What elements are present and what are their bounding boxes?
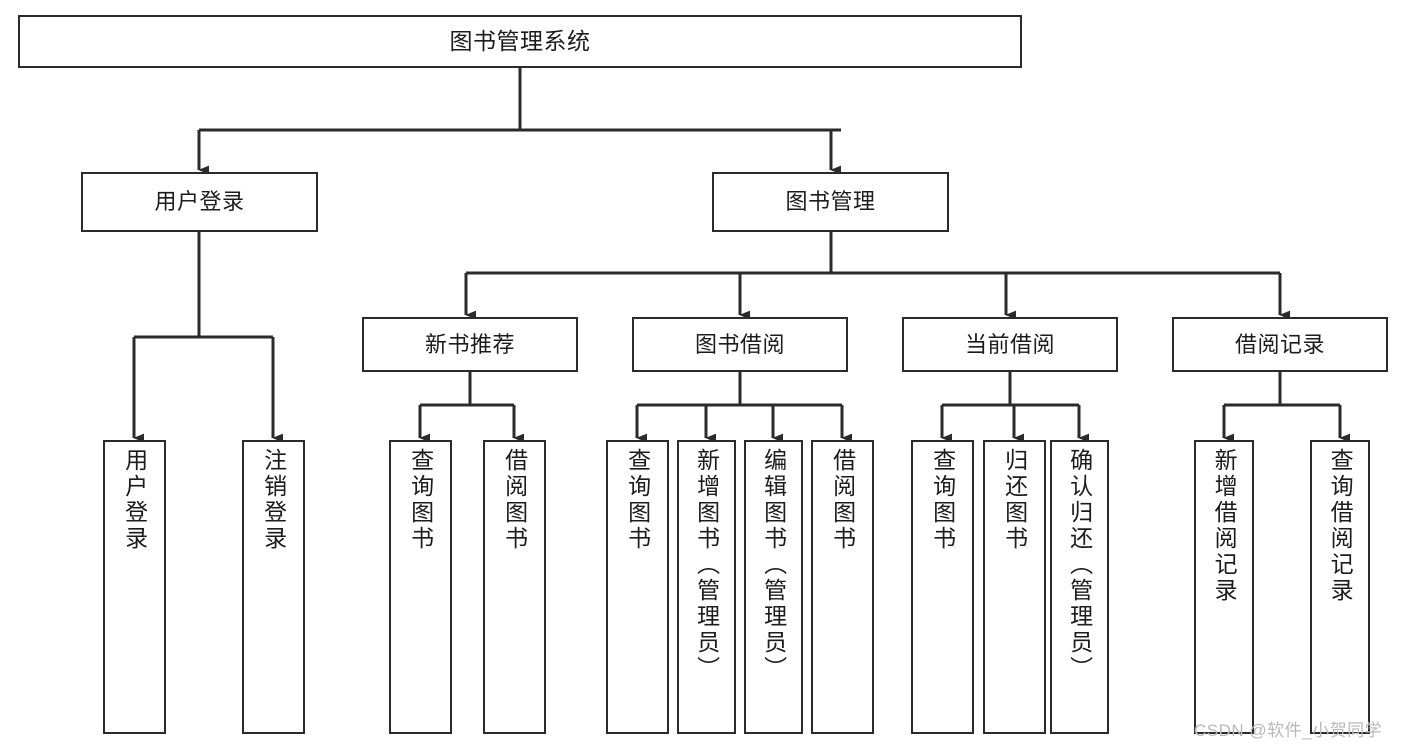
node-book-borrow[interactable]: 图书借阅 — [632, 317, 848, 372]
node-current-borrow-label: 当前借阅 — [964, 331, 1055, 357]
node-leaf-return-book-label: 归还图书 — [1001, 448, 1028, 552]
node-leaf-query-book-1-label: 查询图书 — [407, 448, 434, 552]
node-leaf-query-book-2[interactable]: 查询图书 — [606, 440, 669, 734]
node-leaf-confirm-return[interactable]: 确认归还（管理员） — [1050, 440, 1109, 734]
node-leaf-query-record[interactable]: 查询借阅记录 — [1310, 440, 1370, 734]
node-leaf-query-book-1[interactable]: 查询图书 — [389, 440, 452, 734]
node-leaf-add-record[interactable]: 新增借阅记录 — [1194, 440, 1254, 734]
node-leaf-logout-label: 注销登录 — [260, 448, 287, 552]
node-leaf-borrow-book-1[interactable]: 借阅图书 — [483, 440, 546, 734]
node-root[interactable]: 图书管理系统 — [18, 15, 1022, 68]
node-borrow-record-label: 借阅记录 — [1234, 331, 1325, 357]
node-leaf-user-login-label: 用户登录 — [121, 448, 148, 552]
node-book-borrow-label: 图书借阅 — [694, 331, 785, 357]
node-book-manage-label: 图书管理 — [785, 189, 876, 215]
node-leaf-confirm-return-label: 确认归还（管理员） — [1066, 448, 1093, 682]
node-book-manage[interactable]: 图书管理 — [712, 172, 949, 232]
node-leaf-return-book[interactable]: 归还图书 — [983, 440, 1046, 734]
node-leaf-user-login[interactable]: 用户登录 — [103, 440, 166, 734]
node-leaf-add-record-label: 新增借阅记录 — [1211, 448, 1238, 604]
node-leaf-query-record-label: 查询借阅记录 — [1327, 448, 1354, 604]
node-current-borrow[interactable]: 当前借阅 — [902, 317, 1118, 372]
watermark-text: CSDN @软件_小贺同学 — [1194, 721, 1383, 740]
node-leaf-logout[interactable]: 注销登录 — [242, 440, 305, 734]
node-user-login[interactable]: 用户登录 — [81, 172, 318, 232]
node-user-login-label: 用户登录 — [154, 189, 245, 215]
node-leaf-edit-book[interactable]: 编辑图书（管理员） — [744, 440, 803, 734]
node-leaf-borrow-book-1-label: 借阅图书 — [501, 448, 528, 552]
node-leaf-add-book-label: 新增图书（管理员） — [693, 448, 720, 682]
node-borrow-record[interactable]: 借阅记录 — [1172, 317, 1388, 372]
node-leaf-borrow-book-2-label: 借阅图书 — [829, 448, 856, 552]
node-new-book-recommend[interactable]: 新书推荐 — [362, 317, 578, 372]
node-leaf-add-book[interactable]: 新增图书（管理员） — [677, 440, 736, 734]
node-leaf-query-book-2-label: 查询图书 — [624, 448, 651, 552]
node-leaf-borrow-book-2[interactable]: 借阅图书 — [811, 440, 874, 734]
node-leaf-query-book-3-label: 查询图书 — [929, 448, 956, 552]
node-leaf-query-book-3[interactable]: 查询图书 — [911, 440, 974, 734]
node-new-book-recommend-label: 新书推荐 — [424, 331, 515, 357]
node-leaf-edit-book-label: 编辑图书（管理员） — [760, 448, 787, 682]
node-root-label: 图书管理系统 — [449, 27, 591, 54]
